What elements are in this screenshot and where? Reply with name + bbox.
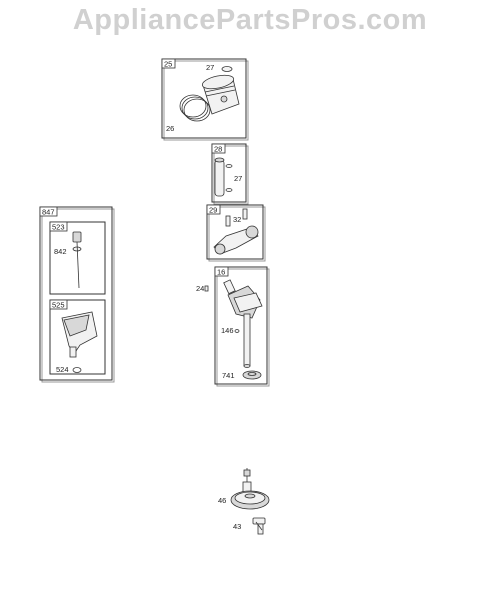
lifter-icon xyxy=(252,517,266,535)
connecting-rod-group[interactable]: 29 32 xyxy=(206,204,266,262)
dipstick-tag: 523 xyxy=(52,223,65,232)
piston-tag: 25 xyxy=(164,60,172,69)
piston-group[interactable]: 25 27 26 xyxy=(161,58,249,141)
lifter-part[interactable]: 43 xyxy=(233,517,266,535)
crankshaft-icon xyxy=(223,279,263,368)
crank-gear-label: 741 xyxy=(222,371,235,380)
cam-gear-part[interactable]: 46 xyxy=(218,468,270,510)
lifter-label: 43 xyxy=(233,522,241,531)
pin-tag: 28 xyxy=(214,145,222,154)
cam-gear-icon xyxy=(230,468,270,510)
rod-bolt-icon xyxy=(225,208,248,227)
piston-clip-icon xyxy=(221,66,233,72)
key-icon xyxy=(204,285,209,292)
tube-tag: 525 xyxy=(52,301,65,310)
cam-gear-label: 46 xyxy=(218,496,226,505)
connecting-rod-icon xyxy=(213,225,259,255)
key-label: 24 xyxy=(196,284,204,293)
piston-pin-icon xyxy=(214,157,225,197)
crank-pin-label: 146 xyxy=(221,326,234,335)
ring-clip-label: 27 xyxy=(206,63,214,72)
oring-icon xyxy=(72,367,82,373)
pin-clip-label: 27 xyxy=(234,174,242,183)
crankshaft-group[interactable]: 24 16 146 741 xyxy=(196,266,270,387)
dipstick-group[interactable]: 523 842 xyxy=(49,221,106,295)
rings-label: 26 xyxy=(166,124,174,133)
dipstick-icon xyxy=(72,231,82,289)
assembly-tag: 847 xyxy=(42,208,55,217)
pin-clip-icon xyxy=(225,164,233,168)
piston-pin-group[interactable]: 28 27 xyxy=(211,143,249,205)
tube-oring-label: 524 xyxy=(56,365,69,374)
piston-rings-icon xyxy=(179,94,211,122)
crank-pin-icon xyxy=(234,329,240,333)
site-watermark: AppliancePartsPros.com xyxy=(72,4,428,36)
dipstick-assembly-group[interactable]: 847 523 842 525 524 xyxy=(39,206,115,383)
crank-gear-icon xyxy=(242,370,262,380)
rod-bolt-label: 32 xyxy=(233,215,241,224)
dipstick-tube-icon xyxy=(61,311,98,358)
pin-clip-icon xyxy=(225,188,233,192)
crank-tag: 16 xyxy=(217,268,225,277)
dipstick-seal-label: 842 xyxy=(54,247,67,256)
piston-icon xyxy=(201,74,240,115)
rod-tag: 29 xyxy=(209,206,217,215)
dipstick-tube-group[interactable]: 525 524 xyxy=(49,299,106,375)
